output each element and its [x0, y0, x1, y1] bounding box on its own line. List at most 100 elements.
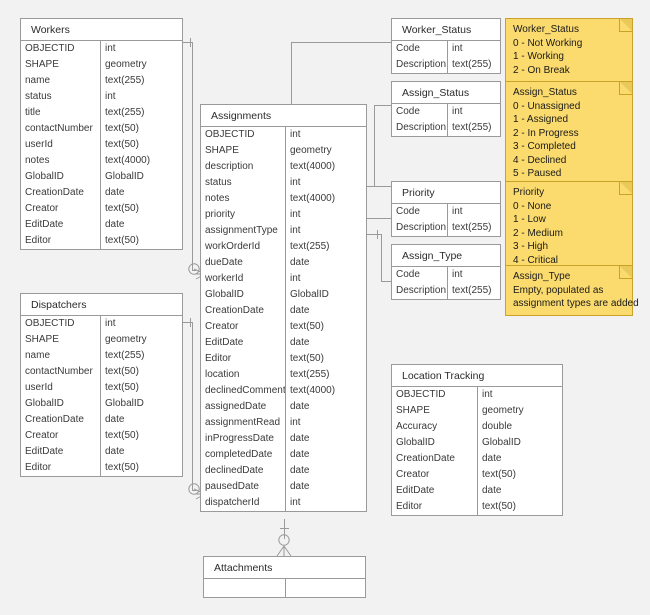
field-name: inProgressDate	[201, 431, 286, 447]
field-type: geometry	[482, 405, 524, 416]
field-name: workOrderId	[201, 239, 286, 255]
field-type: int	[452, 206, 463, 217]
note-line: 3 - High	[513, 241, 549, 252]
field-name: SHAPE	[392, 403, 478, 419]
cardinality-one-tick-worker-status	[381, 42, 390, 43]
field-type: GlobalID	[105, 171, 144, 182]
note-fold-corner-icon	[619, 182, 632, 195]
rel-workers-assignments	[183, 42, 192, 43]
field-name: Editor	[21, 233, 101, 249]
field-type: geometry	[290, 145, 332, 156]
note-fold-corner-icon	[619, 82, 632, 95]
field-type: date	[105, 187, 125, 198]
field-type	[286, 579, 365, 597]
field-row: SHAPE geometry	[392, 403, 562, 419]
cardinality-one-tick-assignments-status-b	[367, 186, 376, 187]
field-type: int	[482, 389, 493, 400]
field-type: text(50)	[290, 321, 324, 332]
field-type: text(255)	[452, 285, 492, 296]
note-line: Empty, populated as	[513, 284, 604, 296]
field-type: GlobalID	[482, 437, 521, 448]
rel-assignments-attachments	[284, 519, 285, 539]
field-name: Editor	[21, 460, 101, 476]
field-type: text(255)	[452, 59, 492, 70]
field-name: Code	[392, 104, 448, 120]
rel-assignments-assign-status	[374, 105, 375, 186]
note-line: 2 - Medium	[513, 227, 564, 239]
note-title: Worker_Status	[513, 24, 579, 35]
field-row: Editor text(50)	[392, 499, 562, 515]
field-type: double	[482, 421, 513, 432]
field-name: CreationDate	[392, 451, 478, 467]
field-type: text(50)	[105, 366, 139, 377]
rel-assignments-worker-status	[291, 42, 292, 104]
rel-assignments-worker-status	[291, 42, 391, 43]
field-row: inProgressDate date	[201, 431, 366, 447]
field-type: text(4000)	[290, 385, 336, 396]
field-type: text(50)	[105, 123, 139, 134]
note-line: 0 - Not Working	[513, 37, 583, 49]
field-type: date	[290, 433, 310, 444]
field-name: SHAPE	[201, 143, 286, 159]
entity-attachments[interactable]: Attachments	[203, 556, 366, 598]
note-line: 2 - In Progress	[513, 127, 579, 139]
field-name: Creator	[392, 467, 478, 483]
field-name	[204, 579, 286, 597]
field-type: date	[290, 481, 310, 492]
note-title: Priority	[513, 187, 545, 198]
field-name: userId	[21, 380, 101, 396]
note-line: assignment types are added	[513, 298, 639, 309]
field-name: CreationDate	[201, 303, 286, 319]
field-name: description	[201, 159, 286, 175]
field-name: GlobalID	[21, 396, 101, 412]
entity-title-assign-status: Assign_Status	[392, 82, 500, 104]
field-type: int	[290, 273, 301, 284]
field-name: SHAPE	[21, 332, 101, 348]
field-type: int	[290, 497, 301, 508]
field-name: CreationDate	[21, 412, 101, 428]
field-name: OBJECTID	[392, 387, 478, 403]
field-type: text(50)	[105, 139, 139, 150]
note-line: 0 - Unassigned	[513, 100, 581, 112]
field-type: text(50)	[482, 501, 516, 512]
field-name: Editor	[392, 499, 478, 515]
field-name: Creator	[21, 428, 101, 444]
field-type: text(4000)	[290, 161, 336, 172]
field-row: declinedComment text(4000)	[201, 383, 366, 399]
field-type: geometry	[105, 59, 147, 70]
field-name: EditDate	[21, 217, 101, 233]
field-type: int	[105, 43, 116, 54]
cardinality-one-tick-assign-type	[381, 281, 390, 282]
field-name: status	[201, 175, 286, 191]
field-name: declinedComment	[201, 383, 286, 399]
